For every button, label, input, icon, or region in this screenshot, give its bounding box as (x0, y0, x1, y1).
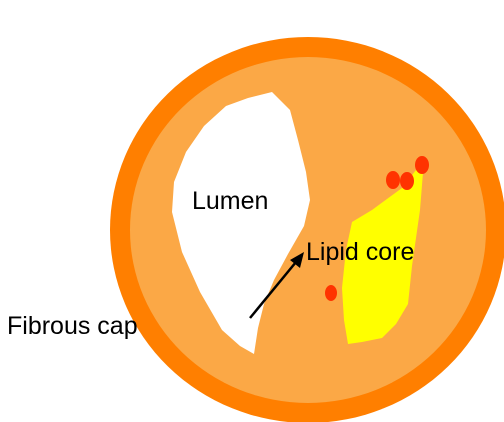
red-deposit (325, 285, 337, 301)
fibrous-cap-label: Fibrous cap (7, 312, 138, 340)
red-deposit (415, 156, 429, 174)
lipid-core-label: Lipid core (306, 238, 414, 266)
red-deposit (386, 171, 400, 189)
lumen-label: Lumen (192, 187, 268, 215)
red-deposit (400, 172, 414, 190)
